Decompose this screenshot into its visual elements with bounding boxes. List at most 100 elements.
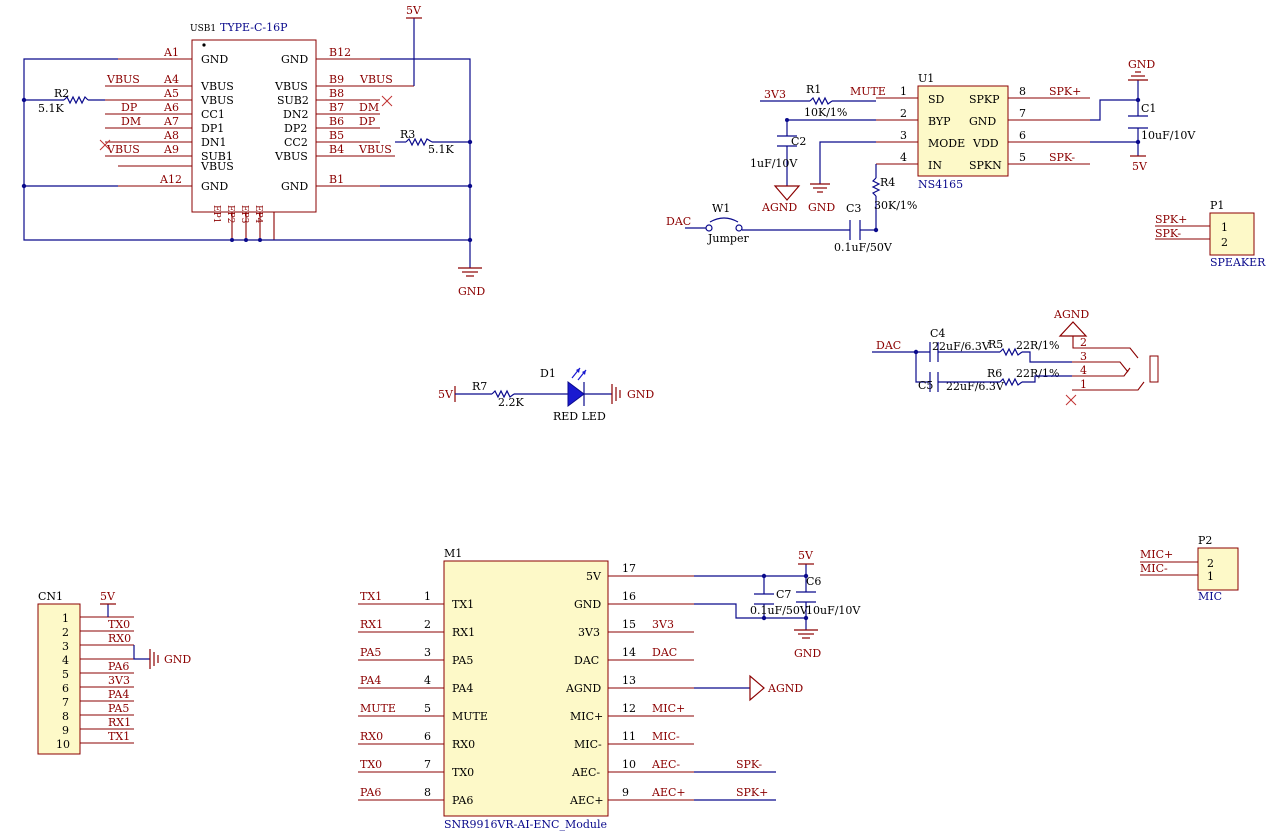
svg-text:R1: R1 xyxy=(806,83,821,96)
svg-text:0.1uF/50V: 0.1uF/50V xyxy=(750,604,809,617)
svg-text:1: 1 xyxy=(1221,221,1228,234)
svg-text:B5: B5 xyxy=(329,129,344,142)
svg-text:W1: W1 xyxy=(712,202,730,215)
svg-text:5V: 5V xyxy=(798,549,814,562)
svg-text:15: 15 xyxy=(622,618,636,631)
u1-pin-8: 8 SPKP SPK+ xyxy=(969,85,1090,106)
p2-body xyxy=(1197,547,1239,591)
svg-text:2: 2 xyxy=(1207,557,1214,570)
svg-text:B9: B9 xyxy=(329,73,344,86)
svg-text:DAC: DAC xyxy=(652,646,677,659)
svg-text:8: 8 xyxy=(1019,85,1026,98)
svg-text:5V: 5V xyxy=(586,570,602,583)
svg-text:2: 2 xyxy=(424,618,431,631)
svg-text:7: 7 xyxy=(1019,107,1026,120)
svg-text:VBUS: VBUS xyxy=(200,160,234,173)
svg-text:VBUS: VBUS xyxy=(359,73,393,86)
svg-text:GND: GND xyxy=(164,653,191,666)
u1-pin-3: 3 MODE xyxy=(876,129,965,150)
svg-text:4: 4 xyxy=(1080,364,1087,377)
svg-text:AEC+: AEC+ xyxy=(651,786,686,799)
u1-body xyxy=(917,85,1009,177)
svg-text:10uF/10V: 10uF/10V xyxy=(1141,129,1196,142)
svg-text:C2: C2 xyxy=(791,135,806,148)
svg-text:C5: C5 xyxy=(918,379,933,392)
svg-text:R4: R4 xyxy=(880,176,895,189)
svg-text:SPK-: SPK- xyxy=(736,758,762,771)
resistor-r4: R4 30K/1% xyxy=(871,176,917,212)
svg-text:B4: B4 xyxy=(329,143,344,156)
resistor-r1: R1 10K/1% xyxy=(804,83,847,119)
svg-text:VBUS: VBUS xyxy=(200,80,234,93)
agnd-symbol-m1: AGND xyxy=(749,674,803,702)
svg-text:22uF/6.3V: 22uF/6.3V xyxy=(946,380,1005,393)
svg-text:30K/1%: 30K/1% xyxy=(874,199,917,212)
usb-right-pin-b4: B4 VBUS VBUS xyxy=(274,143,395,163)
svg-text:PA4: PA4 xyxy=(108,688,129,701)
svg-text:VBUS: VBUS xyxy=(200,94,234,107)
header-cn1: CN1 1 2 3 4 5 6 7 8 9 10 TX0 RX0 PA6 3V3 xyxy=(37,590,191,755)
module-m1: M1 SNR9916VR-AI-ENC_Module 1 2 3 4 5 6 7… xyxy=(358,547,861,831)
svg-text:SPK+: SPK+ xyxy=(1049,85,1081,98)
svg-text:MIC-: MIC- xyxy=(1140,562,1168,575)
svg-text:SD: SD xyxy=(928,93,945,106)
speaker-connector-p1: P1 SPEAKER 1 2 SPK+ SPK- xyxy=(1155,199,1266,269)
agnd-symbol-amp: AGND xyxy=(761,185,801,214)
svg-text:B6: B6 xyxy=(329,115,344,128)
svg-text:3V3: 3V3 xyxy=(652,618,674,631)
capacitor-c3: C3 0.1uF/50V xyxy=(834,202,893,254)
power-5v-c1: 5V xyxy=(1130,155,1148,173)
svg-text:4: 4 xyxy=(62,654,69,667)
svg-text:14: 14 xyxy=(622,646,636,659)
u1-pin-2: 2 BYP xyxy=(876,107,951,128)
svg-text:GND: GND xyxy=(281,180,308,193)
svg-text:VBUS: VBUS xyxy=(274,80,308,93)
svg-text:PA5: PA5 xyxy=(108,702,129,715)
svg-text:PA5: PA5 xyxy=(452,654,473,667)
svg-text:SPK-: SPK- xyxy=(1049,151,1075,164)
svg-text:1: 1 xyxy=(1080,378,1087,391)
svg-text:PA4: PA4 xyxy=(452,682,473,695)
svg-text:10uF/10V: 10uF/10V xyxy=(806,604,861,617)
svg-text:VBUS: VBUS xyxy=(106,73,140,86)
svg-text:3: 3 xyxy=(1080,350,1087,363)
svg-text:M1: M1 xyxy=(444,547,462,560)
svg-text:5: 5 xyxy=(1019,151,1026,164)
amplifier-u1: U1 NS4165 1 SD MUTE 2 BYP 3 MODE 4 IN 8 … xyxy=(850,72,1090,191)
amp-passives: 3V3 R1 10K/1% C2 1uF/10V AGND GND R4 30K… xyxy=(666,58,1196,254)
svg-text:C3: C3 xyxy=(846,202,861,215)
svg-text:5V: 5V xyxy=(100,590,116,603)
svg-text:TX1: TX1 xyxy=(360,590,382,603)
svg-text:AEC+: AEC+ xyxy=(569,794,604,807)
power-5v-m1: 5V xyxy=(798,549,814,565)
svg-text:RX0: RX0 xyxy=(452,738,475,751)
svg-text:SPK+: SPK+ xyxy=(736,786,768,799)
svg-text:PA6: PA6 xyxy=(452,794,473,807)
svg-text:22R/1%: 22R/1% xyxy=(1016,367,1059,380)
svg-text:10K/1%: 10K/1% xyxy=(804,106,847,119)
resistor-r2: R2 5.1K xyxy=(38,87,89,115)
p1-body xyxy=(1209,212,1255,256)
svg-text:3: 3 xyxy=(424,646,431,659)
usb-nc-mark-left xyxy=(99,139,111,151)
svg-text:R2: R2 xyxy=(54,87,69,100)
svg-text:DN1: DN1 xyxy=(201,136,226,149)
svg-text:DAC: DAC xyxy=(876,339,901,352)
svg-text:A12: A12 xyxy=(159,173,182,186)
jumper-w1: W1 Jumper xyxy=(705,202,749,245)
svg-text:GND: GND xyxy=(969,115,996,128)
svg-text:EP3: EP3 xyxy=(239,205,249,224)
svg-text:MUTE: MUTE xyxy=(360,702,396,715)
svg-text:Jumper: Jumper xyxy=(707,232,749,245)
capacitor-c5: C5 22uF/6.3V xyxy=(918,372,1005,393)
svg-text:8: 8 xyxy=(424,786,431,799)
usb-left-pin-a5: A5 VBUS xyxy=(105,87,234,107)
svg-text:CC1: CC1 xyxy=(201,108,225,121)
svg-text:2.2K: 2.2K xyxy=(498,396,524,409)
svg-text:GND: GND xyxy=(281,53,308,66)
usb-right-pin-b8: B8 SUB2 xyxy=(277,87,380,107)
svg-text:TX0: TX0 xyxy=(108,618,130,631)
svg-text:VBUS: VBUS xyxy=(358,143,392,156)
capacitor-c1: C1 10uF/10V xyxy=(1128,102,1196,142)
